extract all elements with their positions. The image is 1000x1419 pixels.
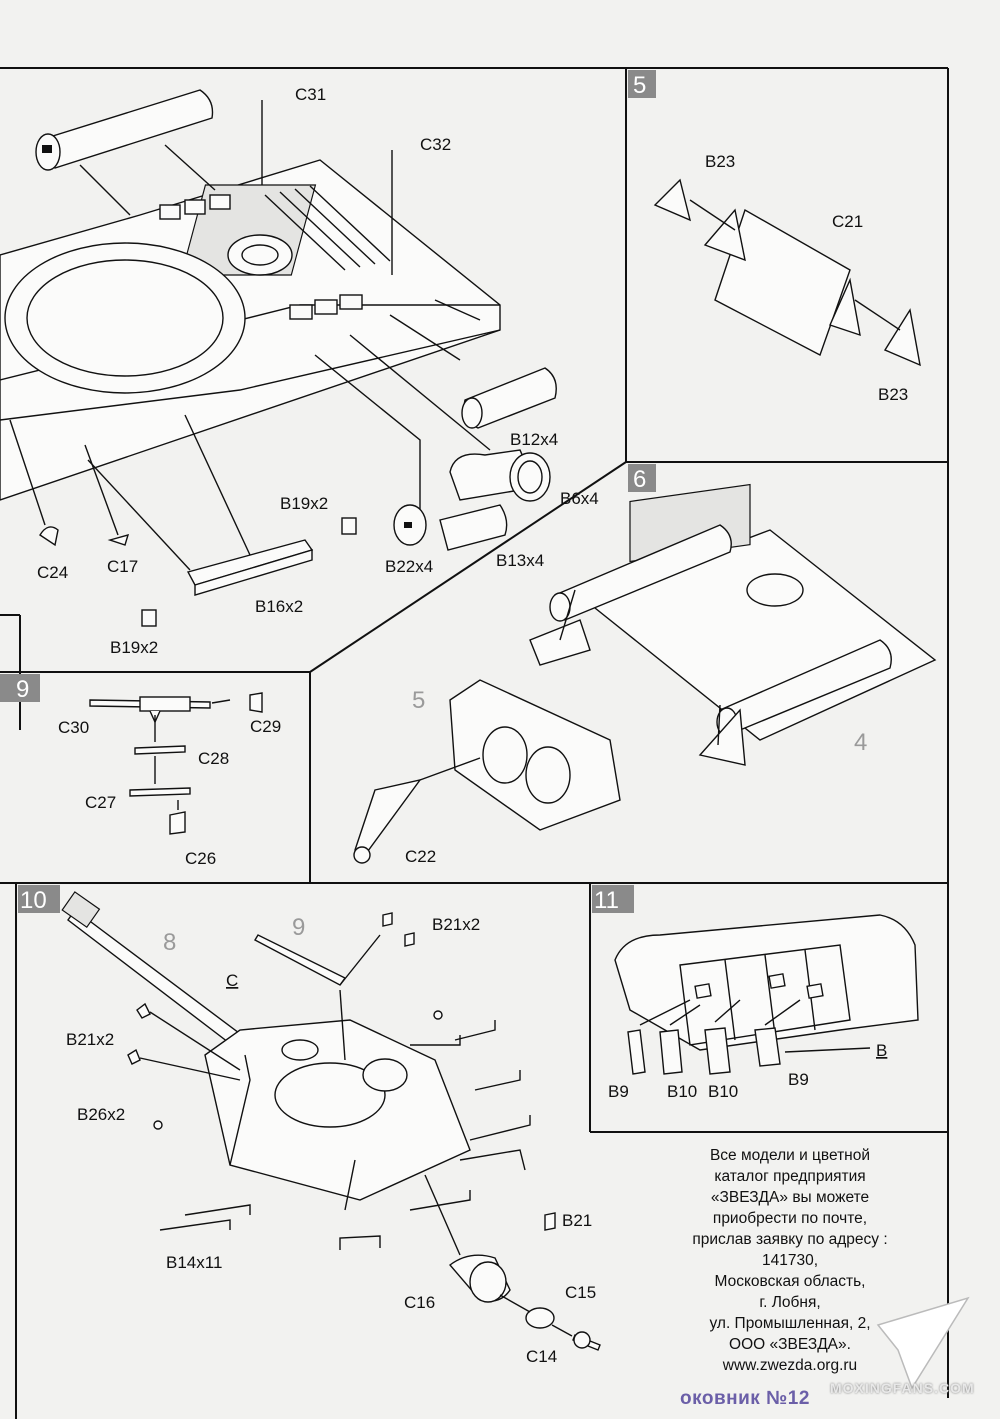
step-number-10: 10 [20,887,47,914]
label-b23-lower: B23 [878,385,908,404]
website-link[interactable]: www.zwezda.org.ru [722,1357,858,1374]
step-number-9: 9 [16,676,29,703]
step-badge-11: 11 [592,885,634,914]
label-c29: C29 [250,717,281,736]
label-c27: C27 [85,793,116,812]
address-line: приобрести по почте, [712,1210,868,1227]
hull-assembly-drawing [0,89,501,501]
ghost-step-5: 5 [412,687,425,714]
bracket-b16 [186,539,314,596]
label-b10-right: B10 [708,1082,738,1101]
address-line: ООО «ЗВЕЗДА». [729,1336,851,1353]
label-c17: C17 [107,557,138,576]
step-badge-9: 9 [0,674,40,703]
site-watermark: MOXINGFANS.COM [830,1380,975,1396]
label-b-ref: B [876,1041,887,1060]
step-9-drawing [89,692,263,835]
label-b21-left: B21x2 [66,1030,114,1049]
address-line: ул. Промышленная, 2, [709,1315,871,1332]
step-number-6: 6 [633,466,646,493]
drum-cap-b22 [393,504,427,546]
step-11-drawing [614,914,919,1075]
address-line: Московская область, [714,1273,866,1290]
step-6-drawing [529,483,937,766]
label-c22: C22 [405,847,436,866]
label-b19-lower: B19x2 [110,638,158,657]
part-c17 [107,533,130,546]
label-b13: B13x4 [496,551,544,570]
label-c15: C15 [565,1283,596,1302]
company-address-block: Все модели и цветной каталог предприятия… [640,1145,940,1376]
address-line: «ЗВЕЗДА» вы можете [710,1189,870,1206]
clip-b19-upper [341,517,357,535]
label-c14: C14 [526,1347,557,1366]
step-badge-5: 5 [628,70,656,99]
label-b9-right: B9 [788,1070,809,1089]
step-number-5: 5 [633,72,646,99]
address-line: 141730, [761,1252,819,1269]
step-number-11: 11 [594,887,619,914]
label-b9-left: B9 [608,1082,629,1101]
ghost-step-4: 4 [854,729,867,756]
label-c31: C31 [295,85,326,104]
address-line: г. Лобня, [759,1294,821,1311]
step-5-drawing [653,178,921,367]
label-c24: C24 [37,563,68,582]
paper-plane-logo-icon [876,1296,970,1390]
label-b12: B12x4 [510,430,558,449]
label-c21: C21 [832,212,863,231]
hull-callout-lines [9,100,491,571]
label-b16: B16x2 [255,597,303,616]
drum-end-b6 [509,452,551,502]
label-b19-upper: B19x2 [280,494,328,513]
headlight-c24 [39,526,59,547]
address-line: Все модели и цветной [709,1147,871,1164]
label-c16: C16 [404,1293,435,1312]
label-c30: C30 [58,718,89,737]
label-b22: B22x4 [385,557,433,576]
label-b6: B6x4 [560,489,599,508]
label-b14: B14x11 [166,1253,222,1272]
label-b10-left: B10 [667,1082,697,1101]
publication-banner: оковник №12 [680,1388,810,1409]
panel-frames [0,67,949,1419]
ghost-step-9: 9 [292,914,305,941]
label-b23-upper: B23 [705,152,735,171]
step-badge-10: 10 [18,885,60,914]
label-c-ref: C [226,971,238,990]
ghost-step-8: 8 [163,929,176,956]
transmission-plate-drawing [353,679,621,864]
drum-lower-b13 [439,504,508,551]
label-c32: C32 [420,135,451,154]
step-10-drawing [61,891,601,1351]
label-b21-lower: B21 [562,1211,592,1230]
fuel-drum-b12 [461,367,557,429]
step-badge-6: 6 [628,464,656,493]
address-line: каталог предприятия [714,1168,866,1185]
label-b21-upper: B21x2 [432,915,480,934]
label-b26: B26x2 [77,1105,125,1124]
label-c28: C28 [198,749,229,768]
clip-b19-lower [141,609,157,627]
label-c26: C26 [185,849,216,868]
address-line: прислав заявку по адресу : [692,1231,888,1248]
